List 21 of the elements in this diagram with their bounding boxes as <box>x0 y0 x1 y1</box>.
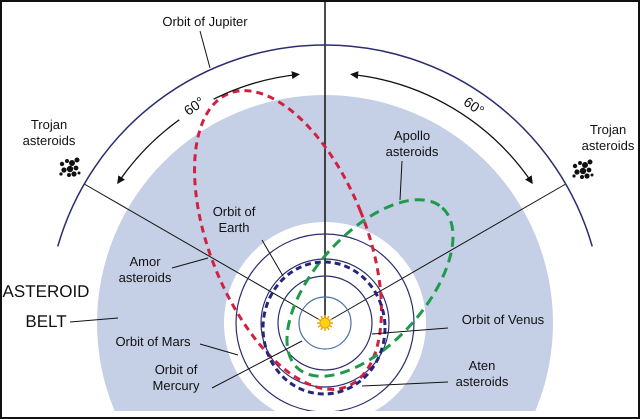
leader-line <box>400 160 402 200</box>
leader-line <box>362 382 448 386</box>
leader-line <box>372 328 448 334</box>
orbit-label: ASTEROID BELT <box>2 277 90 337</box>
orbit-label: Orbit of Mercury <box>136 362 216 394</box>
leader-line <box>200 344 238 356</box>
orbit-label: Orbit of Mars <box>104 334 202 350</box>
orbit-label: Aten asteroids <box>446 358 518 390</box>
dashed-orbit <box>285 198 455 378</box>
orbit-label: Apollo asteroids <box>372 128 452 160</box>
orbit-label: Orbit of Earth <box>196 204 272 236</box>
leader-line <box>172 258 208 268</box>
orbit-label: Orbit of Venus <box>448 312 558 328</box>
orbit-label: Orbit of Jupiter <box>150 14 260 30</box>
leader-line <box>212 340 302 388</box>
orbit-label: Amor asteroids <box>112 254 178 286</box>
leader-line <box>200 30 210 68</box>
leader-line <box>70 318 118 322</box>
trojan-label: Trojan asteroids <box>22 117 76 149</box>
trojan-label: Trojan asteroids <box>580 122 636 154</box>
asteroid-belt-band <box>97 95 553 411</box>
